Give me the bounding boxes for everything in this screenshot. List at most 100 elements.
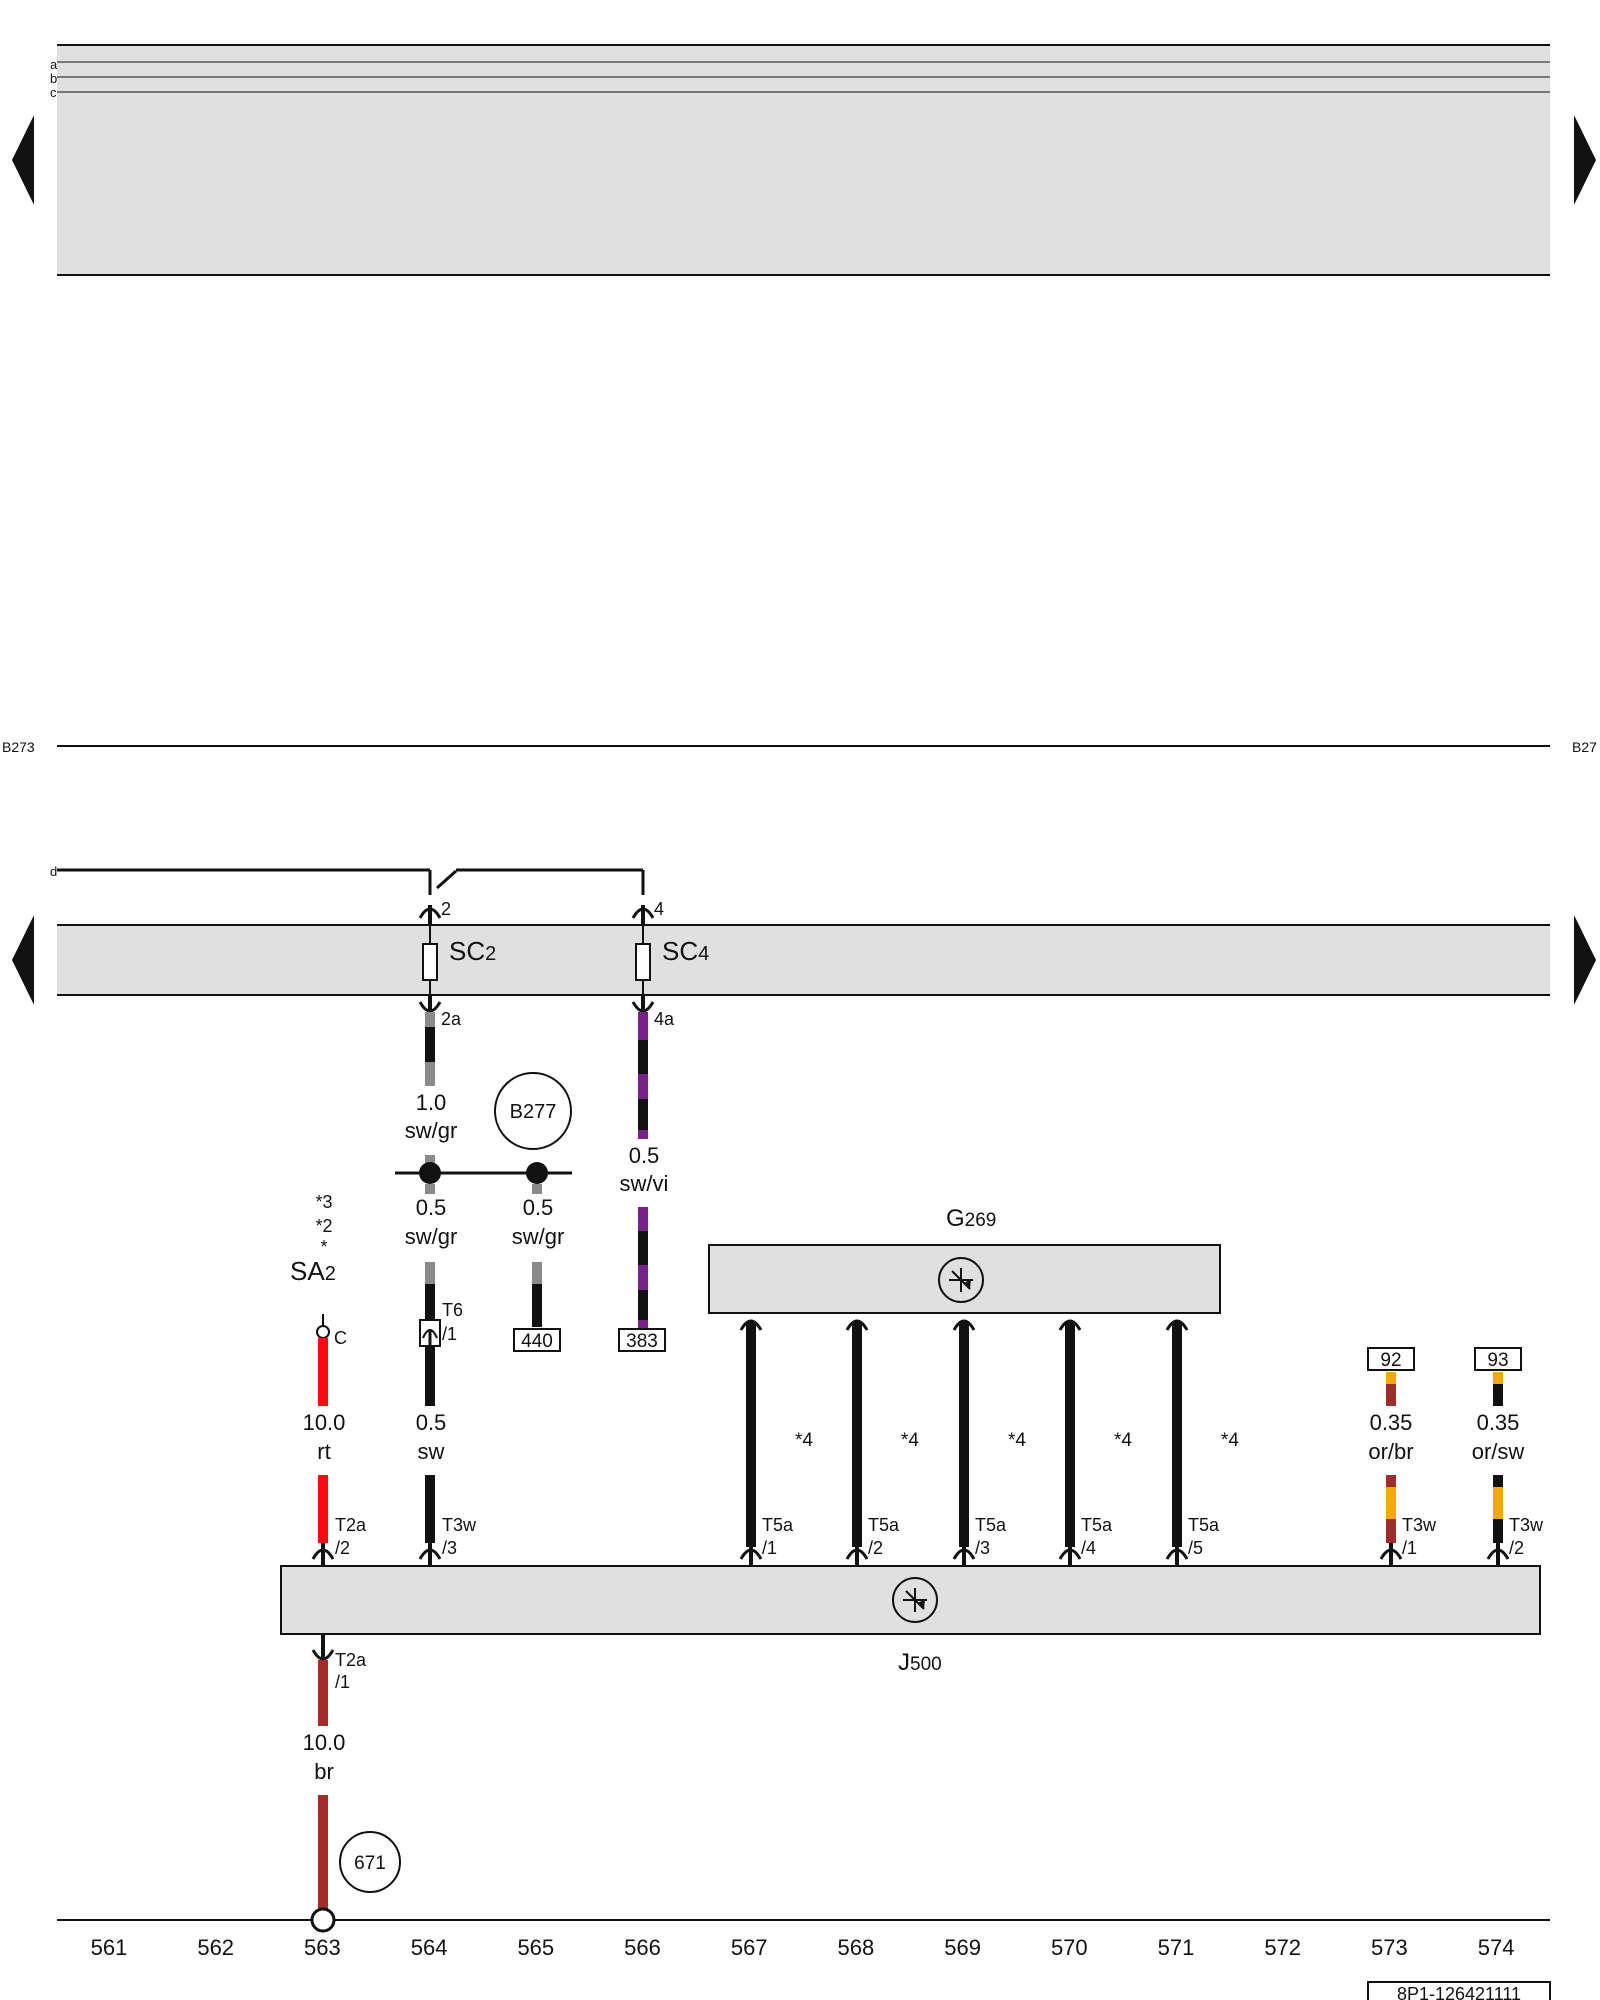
fuse-sc4-out-pin: 4a: [654, 1009, 675, 1029]
connector-t3w-3-name: T3w: [442, 1515, 477, 1535]
connector-t3w-2-name: T3w: [1509, 1515, 1544, 1535]
rail-label-b: b: [50, 71, 57, 86]
g269-wire-3: [952, 1319, 976, 1566]
ref-92-box[interactable]: [1367, 1347, 1415, 1371]
g269-wire-5-note: *4: [1221, 1430, 1239, 1451]
left-page-ref: B273: [2, 739, 35, 755]
column-number: 569: [944, 1935, 981, 1960]
column-number: 562: [197, 1935, 234, 1960]
column-number: 563: [304, 1935, 341, 1960]
sa2-pin: C: [334, 1328, 347, 1348]
connector-t3w-2-pin: /2: [1509, 1538, 1524, 1558]
connector-t3w-3: [418, 1543, 442, 1566]
column-number: 564: [411, 1935, 448, 1960]
ref-440-box[interactable]: [513, 1328, 561, 1352]
rail-label-d: d: [50, 864, 57, 879]
t5a-4-name: T5a: [1081, 1515, 1113, 1535]
sa2-note-3: *: [320, 1237, 327, 1257]
column-number: 573: [1371, 1935, 1408, 1960]
wire-rt-lower: [318, 1475, 328, 1543]
j500-label: J500: [898, 1649, 942, 1676]
g269-wire-4-note: *4: [1114, 1430, 1132, 1451]
fuse-sc2-in-pin: 2: [441, 899, 451, 919]
sa2-terminal: [316, 1325, 330, 1339]
column-number: 571: [1158, 1935, 1195, 1960]
ref-383-box[interactable]: [618, 1328, 666, 1352]
connector-t6-name: T6: [442, 1300, 463, 1320]
top-section-box: [57, 45, 1550, 275]
wire-or-br-upper: [1386, 1372, 1396, 1406]
connector-t2a-2-pin: /2: [335, 1538, 350, 1558]
connector-t6-pin: /1: [442, 1324, 457, 1344]
bottom-right-arrow-icon[interactable]: [1574, 915, 1596, 1005]
g269-wire-1: [739, 1319, 763, 1566]
ground-b277-label: B277: [510, 1101, 557, 1123]
sa2-note-1: *3: [315, 1192, 332, 1212]
wire-w6-color: sw: [418, 1439, 445, 1464]
splice-b277: [395, 1155, 572, 1194]
wire-w7-size: 0.35: [1370, 1410, 1413, 1435]
wire-440-branch: [532, 1262, 542, 1327]
sa2-note-2: *2: [315, 1216, 332, 1236]
ground-671-label: 671: [354, 1853, 386, 1874]
top-right-arrow-icon[interactable]: [1574, 115, 1596, 205]
wire-w9-size: 10.0: [303, 1730, 346, 1755]
t5a-5-pin: /5: [1188, 1538, 1203, 1558]
wire-w6-size: 0.5: [416, 1410, 447, 1435]
top-left-arrow-icon[interactable]: [12, 115, 34, 205]
t5a-3-name: T5a: [975, 1515, 1007, 1535]
column-number: 566: [624, 1935, 661, 1960]
ground-point: [310, 1907, 336, 1933]
wire-w9-color: br: [314, 1759, 334, 1784]
wire-or-sw-lower: [1493, 1475, 1503, 1543]
connector-t3w-2: [1486, 1543, 1510, 1566]
wire-sc4-upper: [638, 1012, 648, 1139]
g269-label: G269: [946, 1205, 996, 1232]
doc-number-box: [1367, 1981, 1551, 2000]
wire-w3-color: sw/gr: [405, 1224, 458, 1249]
t5a-2-pin: /2: [868, 1538, 883, 1558]
g269-wire-2: [845, 1319, 869, 1566]
g269-wire-3-note: *4: [1008, 1430, 1026, 1451]
sa2-label: SA2: [290, 1256, 336, 1286]
fuse-sc4-in-pin: 4: [654, 899, 664, 919]
fuse-sc2-label: SC2: [449, 936, 496, 966]
wire-w2-size: 0.5: [629, 1143, 660, 1168]
t5a-1-pin: /1: [762, 1538, 777, 1558]
wire-sc2-upper: [425, 1012, 435, 1086]
wire-w5-color: rt: [317, 1439, 330, 1464]
ref-93-box[interactable]: [1474, 1347, 1522, 1371]
ref-93-label: 93: [1487, 1350, 1508, 1371]
column-number: 568: [838, 1935, 875, 1960]
right-page-ref: B27: [1572, 739, 1597, 755]
column-number: 570: [1051, 1935, 1088, 1960]
t5a-2-name: T5a: [868, 1515, 900, 1535]
t5a-3-pin: /3: [975, 1538, 990, 1558]
connector-t2a-2: [311, 1543, 335, 1566]
wire-w8-size: 0.35: [1477, 1410, 1520, 1435]
wire-w4-size: 0.5: [523, 1195, 554, 1220]
g269-wire-1-note: *4: [795, 1430, 813, 1451]
wire-or-br-lower: [1386, 1475, 1396, 1543]
ground-b277-circle: [494, 1072, 572, 1150]
t5a-5-name: T5a: [1188, 1515, 1220, 1535]
ref-383-label: 383: [626, 1331, 658, 1352]
fuse-sc2-out-pin: 2a: [441, 1009, 462, 1029]
bottom-left-arrow-icon[interactable]: [12, 915, 34, 1005]
wire-br-upper: [318, 1660, 328, 1726]
fuse-sc4: [631, 905, 655, 1013]
wire-w2-color: sw/vi: [620, 1171, 669, 1196]
ref-92-label: 92: [1380, 1350, 1401, 1371]
connector-t2a-2-name: T2a: [335, 1515, 367, 1535]
wire-sc4-lower: [638, 1207, 648, 1329]
g269-wire-5: [1165, 1319, 1189, 1566]
wire-w5-size: 10.0: [303, 1410, 346, 1435]
connector-t3w-3-pin: /3: [442, 1538, 457, 1558]
g269-wire-4: [1058, 1319, 1082, 1566]
wire-br-lower: [318, 1795, 328, 1910]
wire-w7-color: or/br: [1368, 1439, 1413, 1464]
connector-t3w-1: [1379, 1543, 1403, 1566]
wire-w8-color: or/sw: [1472, 1439, 1525, 1464]
